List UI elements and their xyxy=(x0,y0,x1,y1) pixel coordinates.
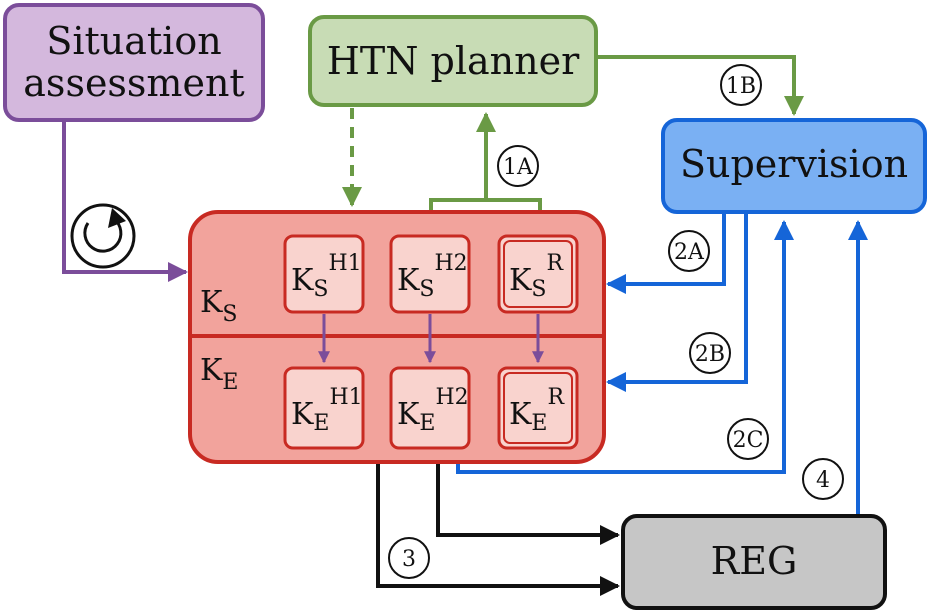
svg-text:KSR: KSR xyxy=(509,251,565,302)
ks-h2-node: KSH2 xyxy=(389,234,471,314)
edge-label-2b: 2B xyxy=(689,332,731,374)
ke-h2-node: KEH2 xyxy=(389,366,471,450)
cycle-icon xyxy=(70,203,136,269)
edge-ke-h2-to-reg xyxy=(436,450,620,545)
svg-text:KER: KER xyxy=(509,385,565,436)
reg-label: REG xyxy=(711,539,798,583)
edge-label-1a: 1A xyxy=(497,145,539,187)
ks-h1-node: KSH1 xyxy=(283,234,365,314)
ke-r-node: KER xyxy=(497,366,579,450)
edge-situation-to-k xyxy=(62,120,188,282)
svg-text:4: 4 xyxy=(816,468,830,493)
svg-text:2B: 2B xyxy=(695,342,725,367)
edge-1b xyxy=(598,55,804,116)
svg-text:3: 3 xyxy=(402,547,416,572)
edge-label-1b: 1B xyxy=(720,64,762,106)
htn-planner-label: HTN planner xyxy=(327,39,580,83)
svg-text:KEH2: KEH2 xyxy=(397,385,469,436)
edge-2a xyxy=(606,214,726,294)
ke-row-label: KE xyxy=(200,353,238,395)
edge-label-4: 4 xyxy=(802,458,844,500)
svg-text:KSH2: KSH2 xyxy=(397,251,468,302)
ks-r-node: KSR xyxy=(497,234,579,314)
svg-text:2A: 2A xyxy=(674,240,705,265)
edge-label-2a: 2A xyxy=(668,230,710,272)
situation-line2: assessment xyxy=(23,61,244,105)
edge-2b xyxy=(606,214,748,392)
edge-label-3: 3 xyxy=(388,537,430,579)
svg-text:1B: 1B xyxy=(726,74,756,99)
supervision-label: Supervision xyxy=(680,142,908,186)
reg-node: REG xyxy=(621,514,887,610)
situation-line1: Situation xyxy=(46,19,221,63)
ke-h1-node: KEH1 xyxy=(283,366,365,450)
situation-assessment-node: Situation assessment xyxy=(3,3,265,122)
svg-text:1A: 1A xyxy=(503,155,534,180)
htn-planner-node: HTN planner xyxy=(308,15,598,107)
svg-text:KSH1: KSH1 xyxy=(291,251,362,302)
svg-text:2C: 2C xyxy=(733,428,764,453)
svg-text:KEH1: KEH1 xyxy=(291,385,363,436)
edge-label-2c: 2C xyxy=(727,418,769,460)
supervision-node: Supervision xyxy=(661,118,927,214)
ks-row-label: KS xyxy=(200,285,238,327)
